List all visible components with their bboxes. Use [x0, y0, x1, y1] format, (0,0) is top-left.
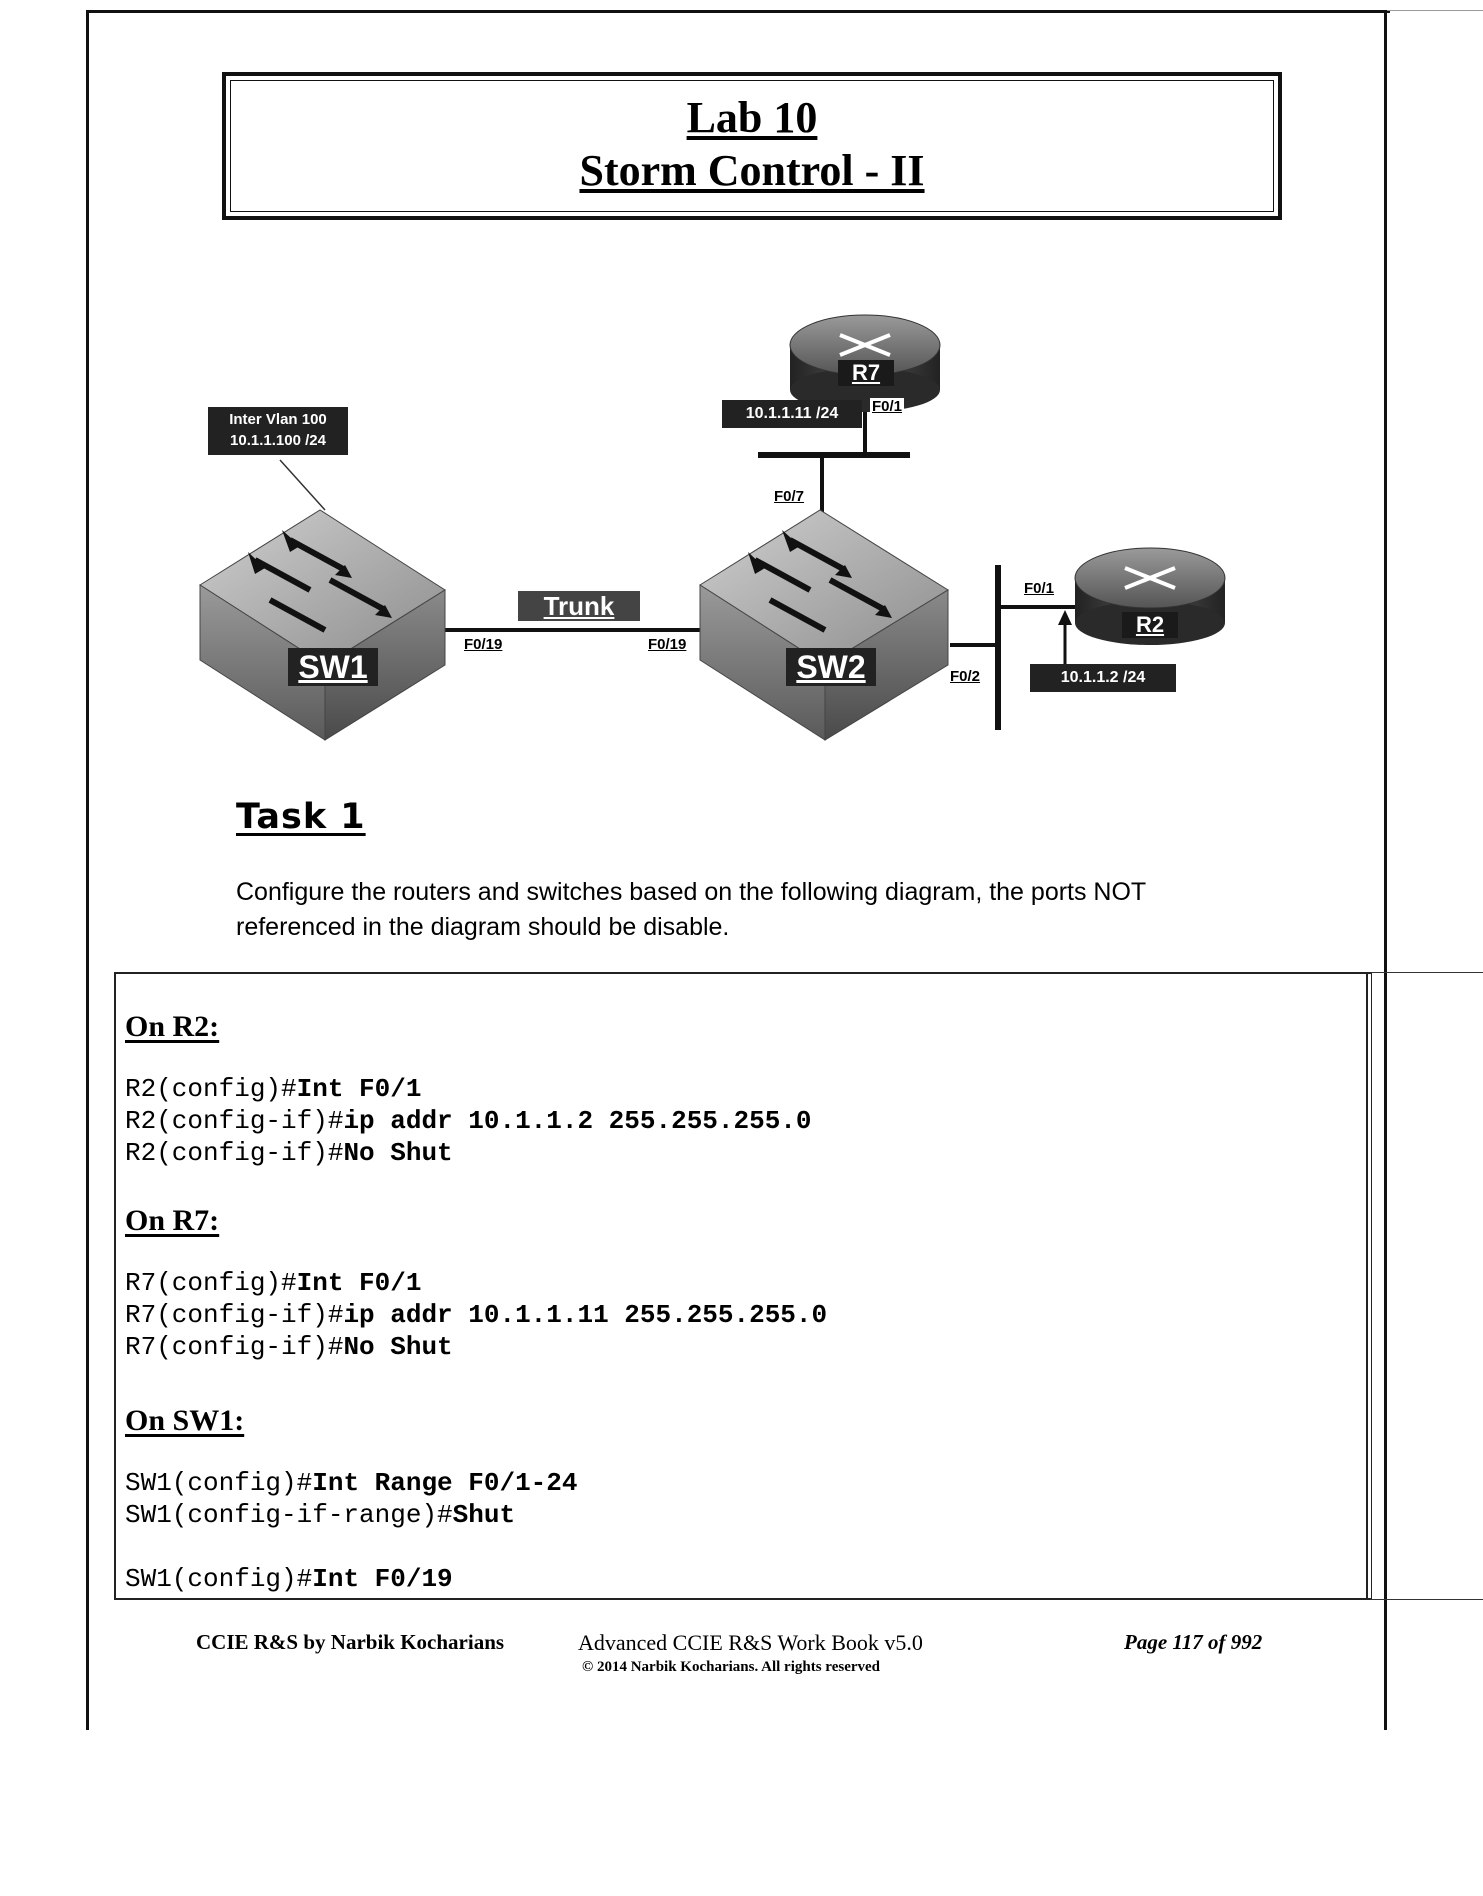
- task-heading: Task 1: [236, 797, 366, 837]
- task-description: Configure the routers and switches based…: [236, 878, 1146, 941]
- sw2-f019-port-label: F0/19: [646, 636, 689, 653]
- code-line: R2(config-if)#No Shut: [125, 1138, 453, 1168]
- r2-label: R2: [1122, 612, 1178, 638]
- footer-book: Advanced CCIE R&S Work Book v5.0: [578, 1630, 923, 1655]
- r7-f01-port-label: F0/1: [870, 398, 905, 415]
- code-line: SW1(config)#Int F0/19: [125, 1564, 453, 1594]
- config-box-top-ext: [1370, 972, 1483, 973]
- page-frame-right: [1384, 10, 1387, 1730]
- section-heading-r7: On R7:: [125, 1204, 220, 1237]
- section-heading-sw1: On SW1:: [125, 1404, 245, 1437]
- lab-title: Storm Control - II: [579, 146, 925, 195]
- r2-f01-port-label: F0/1: [1022, 580, 1057, 597]
- lab-number: Lab 10: [686, 93, 818, 142]
- page-frame-top: [88, 10, 1390, 13]
- title-box: [222, 72, 1282, 220]
- r7-label: R7: [838, 360, 894, 386]
- page-frame-left: [86, 10, 89, 1730]
- code-line: R7(config)#Int F0/1: [125, 1268, 422, 1298]
- footer-copyright: © 2014 Narbik Kocharians. All rights res…: [582, 1659, 881, 1675]
- trunk-label: Trunk: [518, 591, 640, 621]
- sw2-label: SW2: [786, 648, 876, 686]
- section-heading-r2: On R2:: [125, 1010, 220, 1043]
- code-line: R7(config-if)#No Shut: [125, 1332, 453, 1362]
- sw1-f019-port-label: F0/19: [462, 636, 505, 653]
- code-line: SW1(config-if-range)#Shut: [125, 1500, 516, 1530]
- inter-vlan-label: Inter Vlan 100 10.1.1.100 /24: [208, 407, 348, 455]
- sw1-switch-icon: [199, 509, 446, 741]
- page-frame-tail: [1387, 10, 1483, 11]
- code-line: R2(config-if)#ip addr 10.1.1.2 255.255.2…: [125, 1106, 812, 1136]
- title-box-inner: [230, 80, 1274, 212]
- sw1-label: SW1: [288, 648, 378, 686]
- config-box: [114, 972, 1372, 1600]
- sw2-switch-icon: [699, 509, 949, 741]
- config-box-right-line: [1366, 972, 1368, 1600]
- code-line: R2(config)#Int F0/1: [125, 1074, 422, 1104]
- sw2-f02-port-label: F0/2: [948, 668, 983, 685]
- r2-ip-label: 10.1.1.2 /24: [1030, 664, 1176, 692]
- config-box-bottom-ext: [1370, 1599, 1483, 1600]
- code-line: SW1(config)#Int Range F0/1-24: [125, 1468, 578, 1498]
- sw2-f07-port-label: F0/7: [772, 488, 807, 505]
- r7-ip-label: 10.1.1.11 /24: [722, 400, 862, 428]
- code-line: R7(config-if)#ip addr 10.1.1.11 255.255.…: [125, 1300, 828, 1330]
- footer-author: CCIE R&S by Narbik Kocharians: [196, 1630, 505, 1654]
- footer-page-number: Page 117 of 992: [1124, 1630, 1263, 1654]
